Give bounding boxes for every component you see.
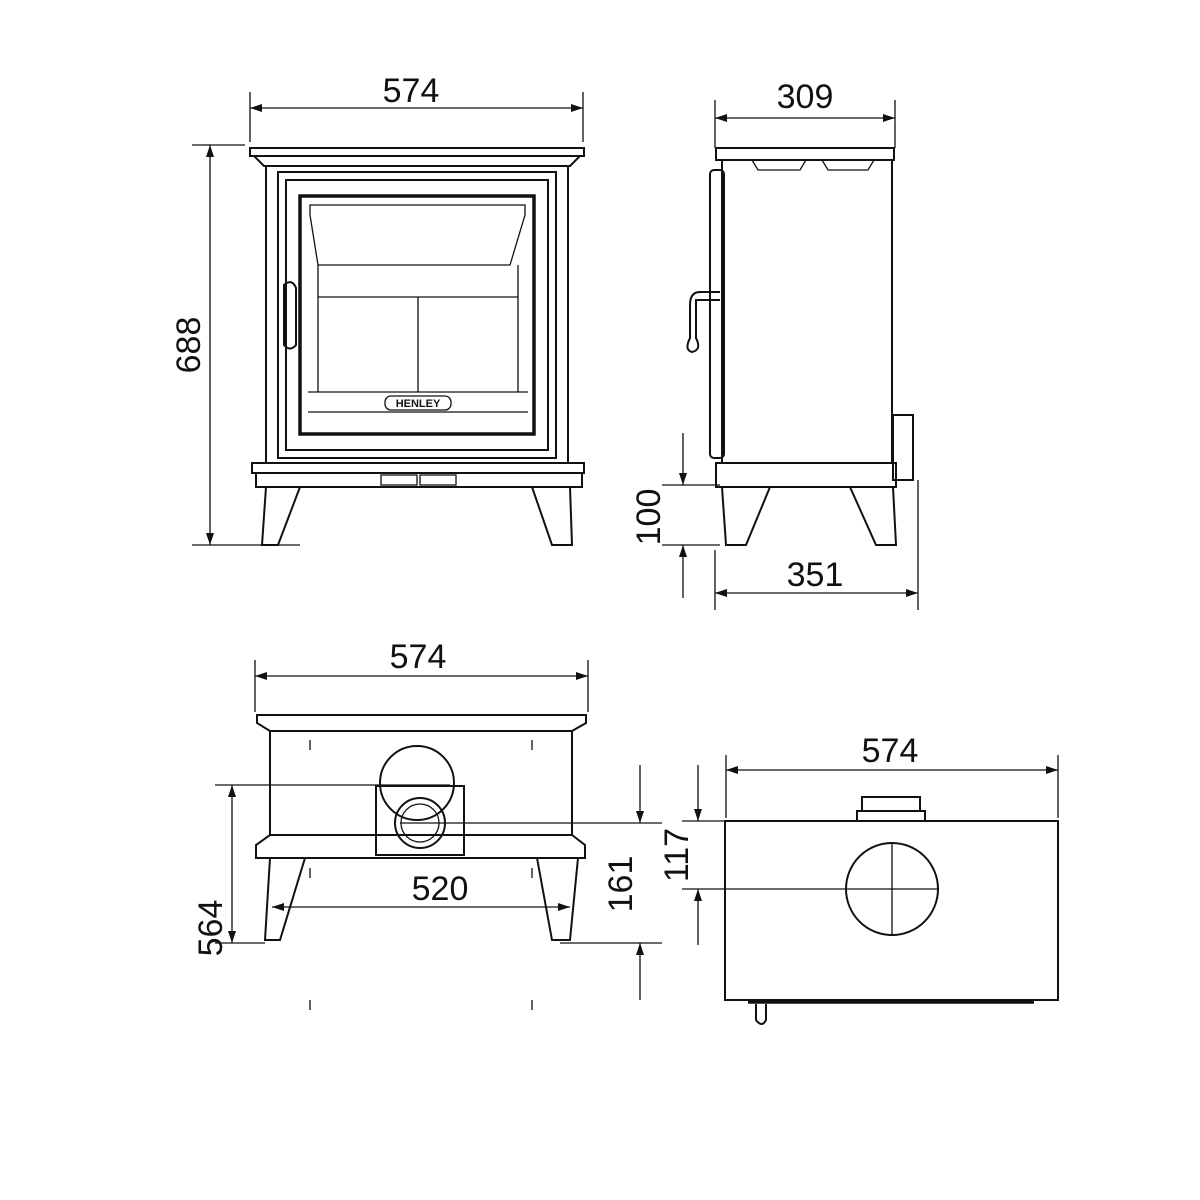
rear-width-label: 574 [390,638,447,676]
side-depth-bottom-label: 351 [787,556,844,594]
door-handle [283,281,297,350]
side-depth-top-label: 309 [777,78,834,116]
front-width-label: 574 [383,72,440,110]
front-height-label: 688 [170,317,208,374]
top-width-label: 574 [862,732,919,770]
top-view: 574 117 [658,732,1059,1025]
outlet-height-label: 161 [602,856,640,913]
henley-logo: HENLEY [396,398,441,410]
flue-offset-label: 117 [658,828,696,882]
rear-inner-width-label: 520 [412,870,469,908]
leg-height-label: 100 [630,489,668,546]
rear-view: 574 520 564 161 [192,638,662,1010]
flue-height-label: 564 [192,900,230,957]
side-view: 309 351 100 [630,78,919,610]
front-view: HENLEY 574 688 [170,72,585,546]
